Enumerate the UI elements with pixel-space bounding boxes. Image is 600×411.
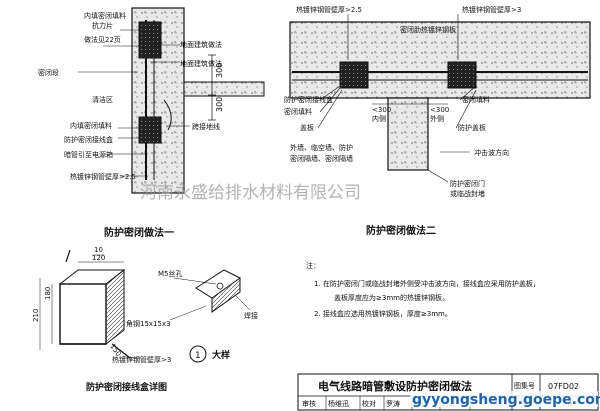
box-detail-title: 防护密闭接线盒详图 <box>86 381 167 393</box>
label-fill2: 内填密闭填料 <box>70 121 112 130</box>
label-m5: M5丝孔 <box>158 269 183 278</box>
label-inner-side: 清洁区 <box>92 95 113 104</box>
notes: 注： 1. 在防护密闭门或临战封堵外侧受冲击波方向，接线盒应采用防护盖板， 盖板… <box>306 261 540 318</box>
tb-reviewer-label: 审核 <box>302 399 316 408</box>
dim-120: 120 <box>92 254 105 262</box>
label-door-1: 防护密闭门 <box>450 179 485 188</box>
label-cover2: 防护盖板 <box>458 123 486 132</box>
dim-10: 10 <box>94 246 103 254</box>
right-detail: <300 内侧 <300 外侧 热镀锌钢管壁厚>2.5 热镀锌钢管壁厚>3 密闭… <box>284 5 591 237</box>
label-conduit-wire: 暗管引至电源箱 <box>64 150 113 159</box>
label-cover: 盖板 <box>300 123 314 132</box>
notes-line3: 2. 接线盒应选用热镀锌钢板，厚度≥3mm。 <box>314 309 452 318</box>
label-putty: 抗力片 <box>92 21 113 30</box>
watermark-url: gyyongsheng.goepe.com <box>412 392 600 408</box>
tb-reviewer: 杨维迅 <box>328 399 349 408</box>
watermark-company: 河南永盛给排水材料有限公司 <box>140 183 361 203</box>
right-box-right <box>447 61 477 89</box>
label-junction-box: 防护密闭接线盒 <box>64 135 113 144</box>
label-impact-dir: 冲击波方向 <box>474 148 509 157</box>
box-outline <box>59 283 107 345</box>
dim-210: 210 <box>32 309 40 322</box>
left-fill-block-top <box>138 21 162 59</box>
label-floor-1: 地面建筑做法 <box>180 40 222 49</box>
right-outer: 外侧 <box>430 114 444 123</box>
tb-checker: 罗涛 <box>386 399 400 408</box>
label-weld: 焊接 <box>244 311 258 320</box>
title-block-title: 电气线路暗管敷设防护密闭做法 <box>318 379 472 393</box>
label-putty2: 做法见22页 <box>84 35 121 44</box>
label-fill-r: 密闭填料 <box>462 95 490 104</box>
notes-heading: 注： <box>306 261 320 270</box>
dim-180: 180 <box>44 287 52 300</box>
label-floor-2: 地面建筑做法 <box>180 59 222 68</box>
label-wall-note1: 外墙、临空墙、防护 <box>290 143 353 152</box>
left-fill-block-bottom <box>138 116 162 144</box>
label-ground-wire: 跨接地线 <box>192 122 220 131</box>
left-detail-title: 防护密闭做法一 <box>104 226 174 239</box>
right-detail-title: 防护密闭做法二 <box>366 224 436 237</box>
notes-line1: 1. 在防护密闭门或临战封堵外侧受冲击波方向，接线盒应采用防护盖板， <box>314 279 540 288</box>
label-pipe-left: 热镀锌钢管壁厚>2.5 <box>296 5 362 14</box>
atlas-no: 07FD02 <box>548 382 579 391</box>
label-airtight-fill2: 密闭填料 <box>284 107 312 116</box>
tb-checker-label: 校对 <box>362 399 376 408</box>
label-door-2: 或临战封堵 <box>450 189 485 198</box>
large-detail: M5丝孔 角钢15x15x3 焊接 1 大样 <box>126 269 258 363</box>
right-inner: 内侧 <box>372 114 386 123</box>
box-pipe-note: 热镀锌钢管壁厚>3 <box>112 355 171 364</box>
label-angle: 角钢15x15x3 <box>126 319 171 328</box>
label-airtight-fill: 密闭肋热镀锌钢板 <box>400 25 456 34</box>
right-dim-left: <300 <box>372 106 391 114</box>
right-wall <box>387 97 429 171</box>
right-box-left <box>339 61 369 89</box>
label-airtight: 密闭段 <box>38 68 59 77</box>
detail-circle <box>189 345 207 363</box>
left-dim-1: 300 <box>215 63 224 78</box>
label-pipe-note: 热镀锌钢管壁厚>2.5 <box>70 172 136 181</box>
notes-line2: 盖板厚度应为≥3mm的热镀锌钢板。 <box>334 293 449 302</box>
left-dim-2: 300 <box>215 97 224 112</box>
detail-num: 1 <box>195 351 201 361</box>
label-pipe-right: 热镀锌钢管壁厚>3 <box>462 5 521 14</box>
label-wall-note2: 密闭隔墙、密闭隔墙 <box>290 154 353 163</box>
label-junction-box-r: 防护密闭接线盒 <box>284 95 333 104</box>
left-floor-slab <box>183 81 265 97</box>
box-detail: 120 10 180 210 150 热镀锌钢管壁厚>3 防护密闭接线盒详图 <box>32 246 171 393</box>
label-fill1: 内填密闭填料 <box>84 11 126 20</box>
right-dim-right: <300 <box>430 106 449 114</box>
left-detail: 300 300 内填密闭填料 抗力片 做法见22页 密闭段 清洁区 内填密闭填料… <box>38 7 265 239</box>
atlas-label: 图集号 <box>514 381 535 390</box>
large-detail-title: 大样 <box>212 349 230 361</box>
